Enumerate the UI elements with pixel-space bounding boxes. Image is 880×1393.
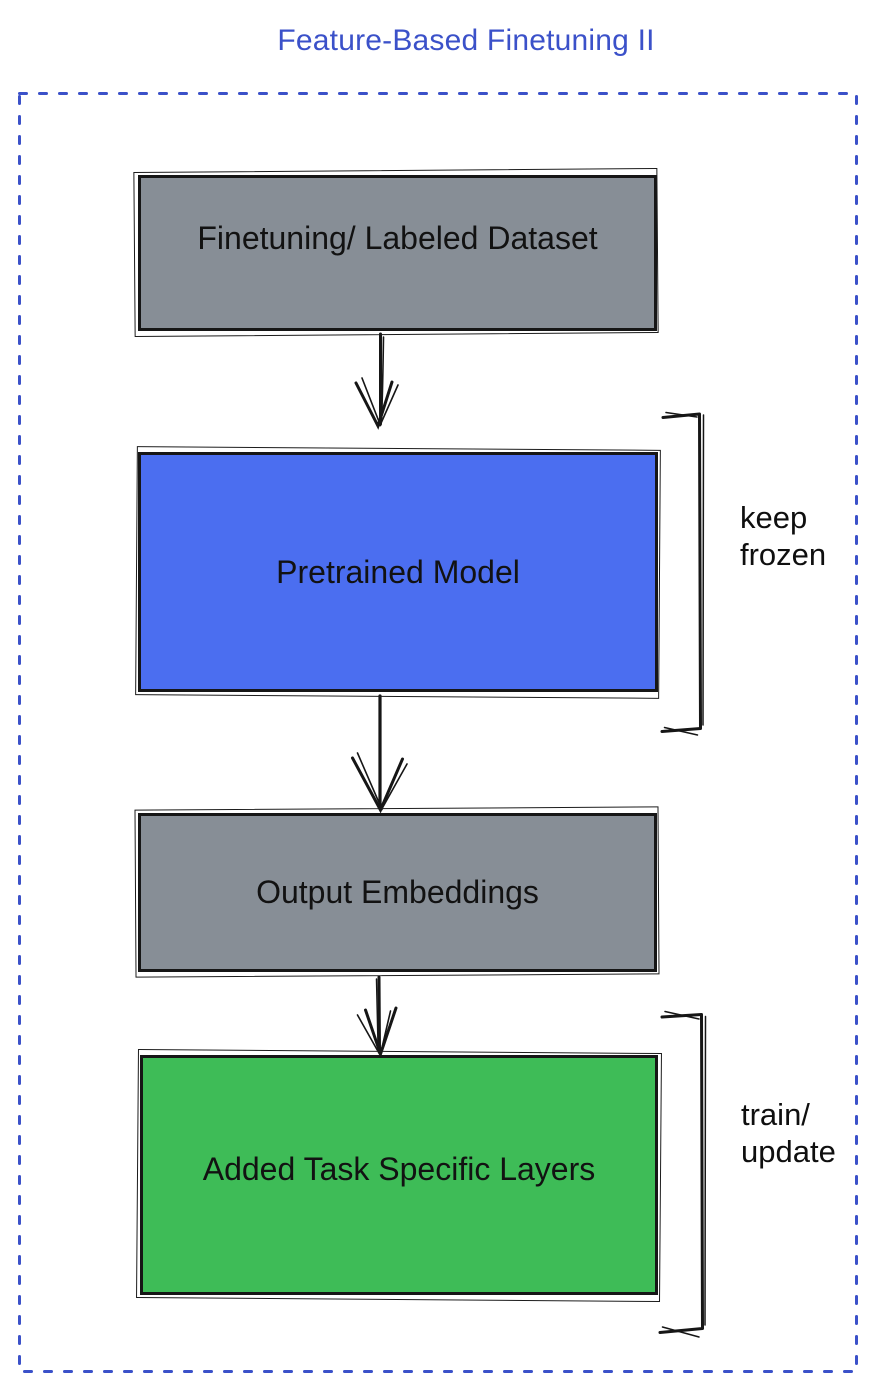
arrow-head-sketch [356, 1010, 392, 1055]
node-task-specific-layers: Added Task Specific Layers [140, 1055, 658, 1295]
bracket-sketch [663, 411, 705, 736]
annotation-keep-frozen: keep frozen [740, 500, 827, 572]
arrow-down-1 [354, 332, 399, 430]
bracket-train-update [658, 1010, 707, 1338]
bracket-line [660, 412, 702, 733]
node-finetuning-dataset: Finetuning/ Labeled Dataset [138, 175, 657, 331]
node-pretrained-model: Pretrained Model [138, 452, 658, 692]
diagram-title: Feature-Based Finetuning II [277, 24, 655, 57]
bracket-sketch [661, 1010, 707, 1338]
arrow-shaft-sketch [375, 978, 379, 1045]
arrow-head [354, 380, 394, 430]
node-label-pretrained-model: Pretrained Model [276, 553, 520, 590]
node-label-finetuning-dataset: Finetuning/ Labeled Dataset [197, 219, 598, 256]
arrow-down-2 [351, 694, 408, 814]
annotation-train-update: train/ update [741, 1097, 836, 1169]
node-output-embeddings: Output Embeddings [138, 813, 657, 972]
arrow-head-sketch [356, 752, 408, 811]
arrow-shaft [377, 975, 381, 1051]
arrow-head [351, 756, 404, 814]
arrow-head-sketch [361, 377, 399, 427]
node-label-task-specific-layers: Added Task Specific Layers [202, 1150, 596, 1187]
arrow-shaft-sketch [380, 336, 385, 421]
arrow-down-3 [356, 975, 398, 1059]
arrow-head [364, 1006, 398, 1059]
bracket-line [658, 1013, 704, 1334]
bracket-keep-frozen [660, 411, 705, 736]
node-label-output-embeddings: Output Embeddings [256, 874, 539, 910]
